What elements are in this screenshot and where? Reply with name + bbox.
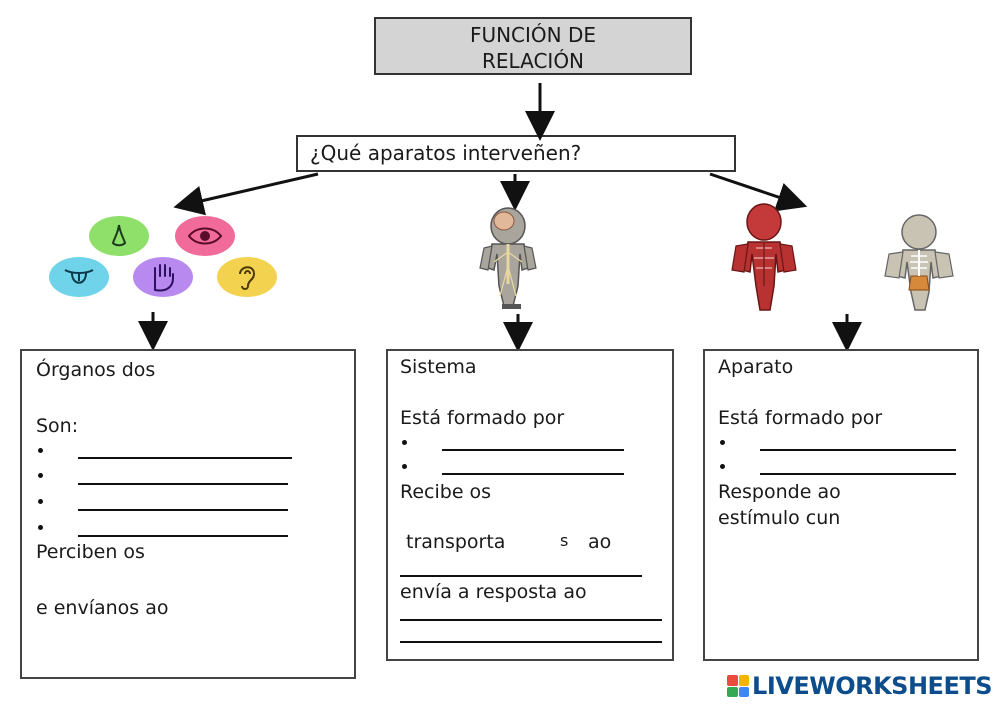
organs-blank-1[interactable] — [78, 457, 292, 459]
system-transporta: transporta — [406, 531, 506, 553]
organs-envianos: e envíanos ao — [36, 597, 169, 619]
system-formado: Está formado por — [400, 407, 565, 429]
organs-bullet-4 — [38, 525, 43, 530]
tongue-icon — [49, 257, 109, 297]
system-blank-2[interactable] — [442, 473, 624, 475]
apparatus-blank-1[interactable] — [760, 449, 956, 451]
organs-blank-2[interactable] — [78, 483, 288, 485]
apparatus-estimulo: estímulo cun — [718, 507, 841, 529]
apparatus-blank-2[interactable] — [760, 473, 956, 475]
nose-icon — [89, 216, 149, 256]
muscular-system-figure — [731, 203, 797, 311]
title-box: FUNCIÓN DE RELACIÓN — [374, 17, 692, 75]
arrow-question-left — [173, 172, 319, 216]
title-line-2: RELACIÓN — [481, 49, 585, 73]
panel-sense-organs: Órganos dos Son: Perciben os e envíanos … — [20, 349, 356, 679]
system-bullet-2 — [402, 464, 407, 469]
system-blank-4[interactable] — [400, 619, 662, 621]
organs-bullet-2 — [38, 473, 43, 478]
skeletal-system-figure — [884, 214, 954, 311]
question-text: ¿Qué aparatos interveñen? — [310, 141, 582, 165]
title-line-1: FUNCIÓN DE — [469, 23, 597, 47]
system-envia: envía a resposta ao — [400, 581, 587, 603]
hand-icon — [133, 257, 193, 297]
ear-icon — [217, 257, 277, 297]
arrow-question-right — [709, 172, 808, 212]
apparatus-formado: Está formado por — [718, 407, 883, 429]
system-blank-1[interactable] — [442, 449, 624, 451]
system-blank-3[interactable] — [400, 575, 642, 577]
apparatus-bullet-1 — [720, 440, 725, 445]
organs-heading: Órganos dos — [36, 359, 156, 381]
nervous-system-figure — [479, 207, 537, 309]
liveworksheets-logo-text: LIVEWORKSHEETS — [752, 672, 992, 700]
organs-bullet-1 — [38, 448, 43, 453]
organs-son-label: Son: — [36, 415, 79, 437]
liveworksheets-logo-mark — [727, 675, 750, 697]
panel-nervous-system: Sistema Está formado por Recibe os trans… — [386, 349, 674, 661]
panel-locomotor-apparatus: Aparato Está formado por Responde ao est… — [703, 349, 979, 661]
organs-blank-4[interactable] — [78, 535, 288, 537]
liveworksheets-logo: LIVEWORKSHEETS — [727, 672, 992, 700]
apparatus-heading: Aparato — [718, 356, 794, 378]
organs-perciben: Perciben os — [36, 541, 145, 563]
question-box: ¿Qué aparatos interveñen? — [296, 135, 736, 172]
apparatus-responde: Responde ao — [718, 481, 841, 503]
system-heading: Sistema — [400, 356, 477, 378]
system-bullet-1 — [402, 440, 407, 445]
system-s-letter: s — [560, 531, 569, 550]
apparatus-bullet-2 — [720, 464, 725, 469]
organs-blank-3[interactable] — [78, 509, 288, 511]
system-recibe: Recibe os — [400, 481, 492, 503]
eye-icon — [175, 216, 235, 256]
system-ao: ao — [588, 531, 612, 553]
organs-bullet-3 — [38, 499, 43, 504]
system-blank-5[interactable] — [400, 641, 662, 643]
